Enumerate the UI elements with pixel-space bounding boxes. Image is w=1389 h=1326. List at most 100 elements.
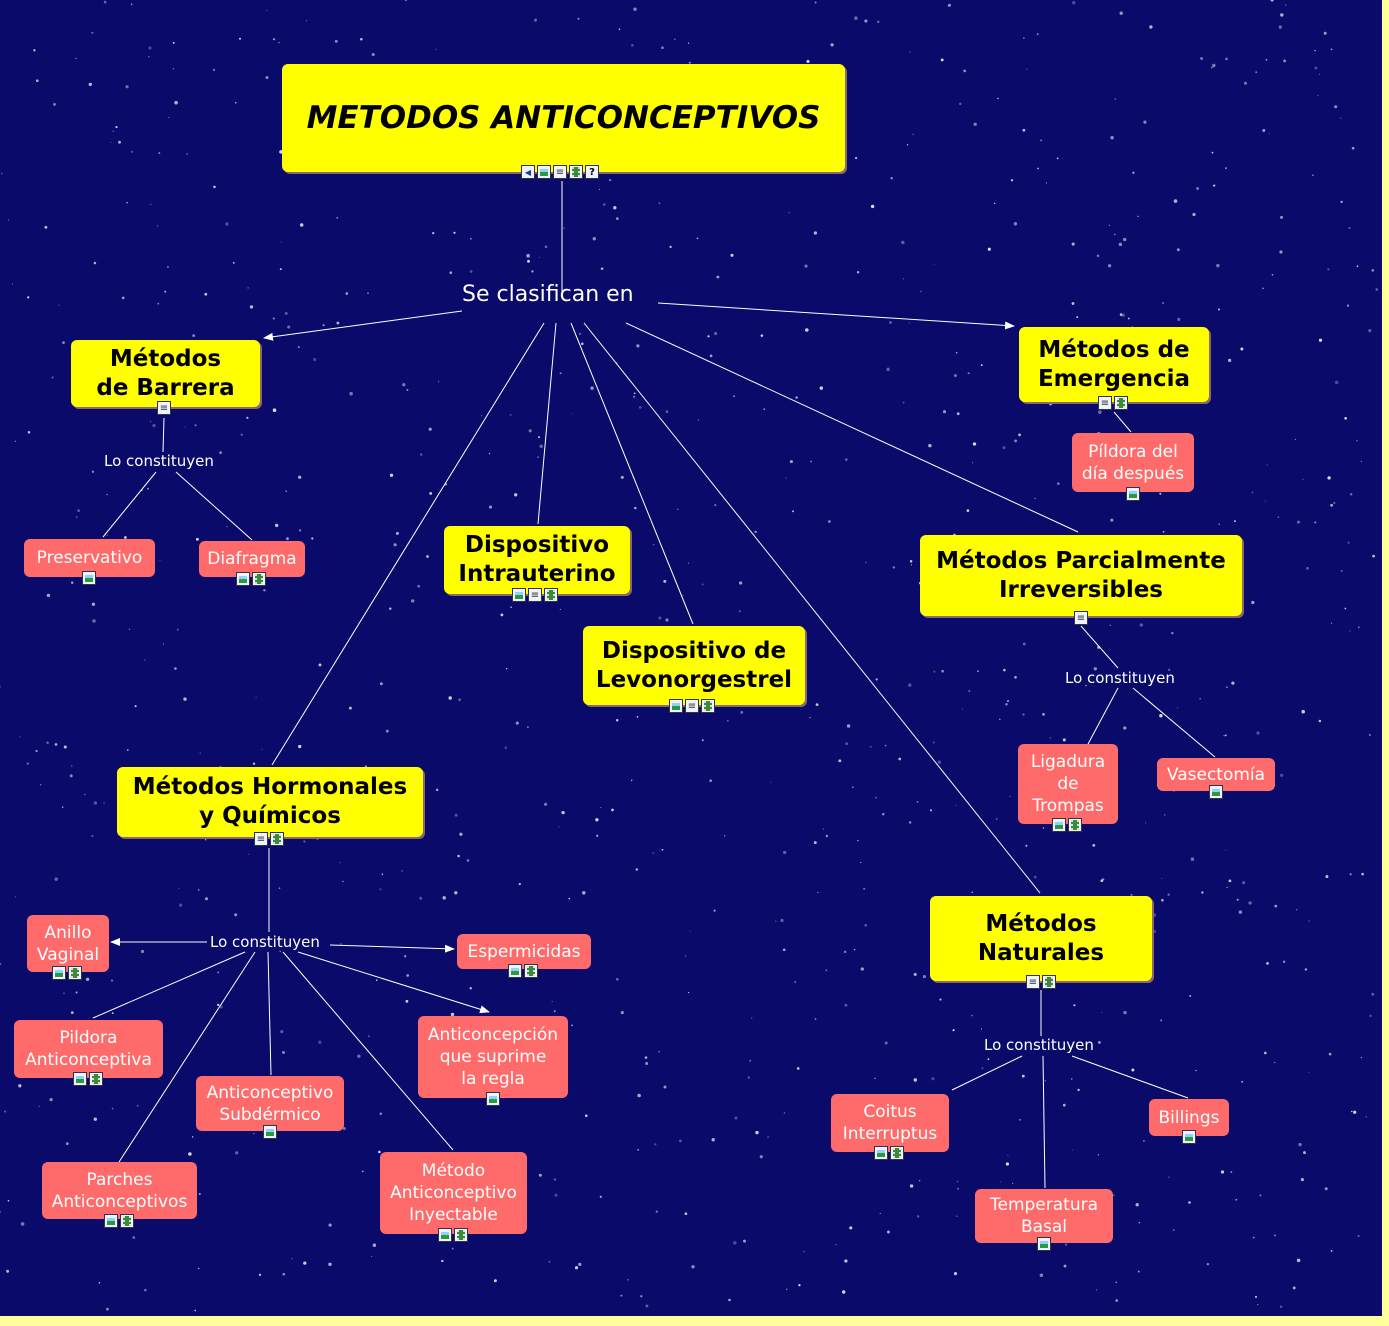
video-resource-icon[interactable]	[89, 1072, 103, 1086]
node-temperatura-basal[interactable]: Temperatura Basal	[975, 1189, 1113, 1243]
ligadura-resource-icons[interactable]	[1052, 818, 1082, 832]
node-vasectomia[interactable]: Vasectomía	[1157, 758, 1275, 791]
link-label-hormonales: Lo constituyen	[210, 933, 320, 951]
pildora-anticonceptiva-resource-icons[interactable]	[73, 1072, 103, 1086]
link-label-se-clasifican: Se clasifican en	[462, 282, 634, 307]
doc-resource-icon[interactable]	[1026, 975, 1040, 989]
parcialmente-resource-icons[interactable]	[1074, 611, 1088, 625]
image-resource-icon[interactable]	[236, 572, 250, 586]
node-coitus-interruptus[interactable]: Coitus Interruptus	[831, 1094, 949, 1152]
video-resource-icon[interactable]	[701, 699, 715, 713]
image-resource-icon[interactable]	[52, 966, 66, 980]
doc-resource-icon[interactable]	[1074, 611, 1088, 625]
diafragma-resource-icons[interactable]	[236, 572, 266, 586]
image-resource-icon[interactable]	[1209, 785, 1223, 799]
image-resource-icon[interactable]	[508, 964, 522, 978]
billings-resource-icons[interactable]	[1182, 1130, 1196, 1144]
naturales-resource-icons[interactable]	[1026, 975, 1056, 989]
image-resource-icon[interactable]	[1126, 487, 1140, 501]
sound-resource-icon[interactable]	[521, 165, 535, 179]
video-resource-icon[interactable]	[569, 165, 583, 179]
video-resource-icon[interactable]	[1068, 818, 1082, 832]
help-resource-icon[interactable]	[585, 165, 599, 179]
node-label: Coitus Interruptus	[842, 1102, 938, 1144]
subdermico-resource-icons[interactable]	[263, 1125, 277, 1139]
node-parches-anticonceptivos[interactable]: Parches Anticonceptivos	[42, 1162, 197, 1219]
node-label: Anticoncepción que suprime la regla	[427, 1025, 559, 1089]
video-resource-icon[interactable]	[454, 1228, 468, 1242]
link-label-naturales: Lo constituyen	[984, 1036, 1094, 1054]
node-anticoncepcion-regla[interactable]: Anticoncepción que suprime la regla	[418, 1016, 568, 1098]
espermicidas-resource-icons[interactable]	[508, 964, 538, 978]
node-metodo-inyectable[interactable]: Método Anticonceptivo Inyectable	[380, 1152, 527, 1234]
doc-resource-icon[interactable]	[685, 699, 699, 713]
node-diafragma[interactable]: Diafragma	[199, 541, 305, 577]
node-ligadura-trompas[interactable]: Ligadura de Trompas	[1018, 744, 1118, 824]
image-resource-icon[interactable]	[1182, 1130, 1196, 1144]
inyectable-resource-icons[interactable]	[438, 1228, 468, 1242]
video-resource-icon[interactable]	[270, 832, 284, 846]
video-resource-icon[interactable]	[524, 964, 538, 978]
doc-resource-icon[interactable]	[254, 832, 268, 846]
node-metodos-naturales[interactable]: Métodos Naturales	[930, 896, 1152, 981]
node-metodos-emergencia[interactable]: Métodos de Emergencia	[1019, 327, 1209, 402]
image-resource-icon[interactable]	[486, 1092, 500, 1106]
link-to-inyectable	[282, 951, 454, 1151]
image-resource-icon[interactable]	[104, 1214, 118, 1228]
image-resource-icon[interactable]	[73, 1072, 87, 1086]
barrera-resource-icons[interactable]	[157, 401, 171, 415]
video-resource-icon[interactable]	[1114, 396, 1128, 410]
node-anillo-vaginal[interactable]: Anillo Vaginal	[27, 915, 109, 972]
video-resource-icon[interactable]	[68, 966, 82, 980]
video-resource-icon[interactable]	[1042, 975, 1056, 989]
node-pildora-dia-despues[interactable]: Píldora del día después	[1072, 433, 1194, 492]
doc-resource-icon[interactable]	[157, 401, 171, 415]
link-to-hormonales	[271, 322, 545, 766]
emergencia-resource-icons[interactable]	[1098, 396, 1128, 410]
doc-resource-icon[interactable]	[528, 588, 542, 602]
image-resource-icon[interactable]	[438, 1228, 452, 1242]
title-node[interactable]: METODOS ANTICONCEPTIVOS	[282, 64, 845, 172]
link-to-billings	[1071, 1055, 1189, 1099]
node-anticonceptivo-subdermico[interactable]: Anticonceptivo Subdérmico	[196, 1076, 344, 1131]
node-metodos-hormonales[interactable]: Métodos Hormonales y Químicos	[117, 767, 423, 837]
node-dispositivo-levonorgestrel[interactable]: Dispositivo de Levonorgestrel	[583, 626, 805, 705]
image-resource-icon[interactable]	[1037, 1237, 1051, 1251]
image-resource-icon[interactable]	[82, 571, 96, 585]
node-dispositivo-intrauterino[interactable]: Dispositivo Intrauterino	[444, 526, 630, 594]
link-to-emergencia	[657, 302, 1015, 330]
video-resource-icon[interactable]	[120, 1214, 134, 1228]
image-resource-icon[interactable]	[537, 165, 551, 179]
video-resource-icon[interactable]	[890, 1146, 904, 1160]
link-to-preservativo	[102, 471, 157, 538]
levonorgestrel-resource-icons[interactable]	[669, 699, 715, 713]
hormonales-resource-icons[interactable]	[254, 832, 284, 846]
node-pildora-anticonceptiva[interactable]: Pildora Anticonceptiva	[14, 1020, 163, 1078]
coitus-resource-icons[interactable]	[874, 1146, 904, 1160]
title-resource-icons[interactable]	[521, 165, 599, 179]
node-metodos-barrera[interactable]: Métodos de Barrera	[71, 340, 260, 407]
preservativo-resource-icons[interactable]	[82, 571, 96, 585]
pildora-dia-resource-icons[interactable]	[1126, 487, 1140, 501]
node-metodos-parcialmente-irreversibles[interactable]: Métodos Parcialmente Irreversibles	[920, 535, 1242, 616]
node-label: Métodos de Barrera	[96, 345, 235, 401]
image-resource-icon[interactable]	[263, 1125, 277, 1139]
node-label: Métodos Parcialmente Irreversibles	[936, 547, 1226, 603]
anillo-resource-icons[interactable]	[52, 966, 82, 980]
image-resource-icon[interactable]	[669, 699, 683, 713]
doc-resource-icon[interactable]	[1098, 396, 1112, 410]
doc-resource-icon[interactable]	[553, 165, 567, 179]
video-resource-icon[interactable]	[544, 588, 558, 602]
video-resource-icon[interactable]	[252, 572, 266, 586]
image-resource-icon[interactable]	[874, 1146, 888, 1160]
regla-resource-icons[interactable]	[486, 1092, 500, 1106]
parches-resource-icons[interactable]	[104, 1214, 134, 1228]
node-label: Preservativo	[36, 548, 143, 568]
image-resource-icon[interactable]	[512, 588, 526, 602]
diu-resource-icons[interactable]	[512, 588, 558, 602]
temperatura-resource-icons[interactable]	[1037, 1237, 1051, 1251]
link-to-espermicidas	[329, 944, 455, 953]
vasectomia-resource-icons[interactable]	[1209, 785, 1223, 799]
image-resource-icon[interactable]	[1052, 818, 1066, 832]
node-label: Espermicidas	[467, 941, 581, 962]
